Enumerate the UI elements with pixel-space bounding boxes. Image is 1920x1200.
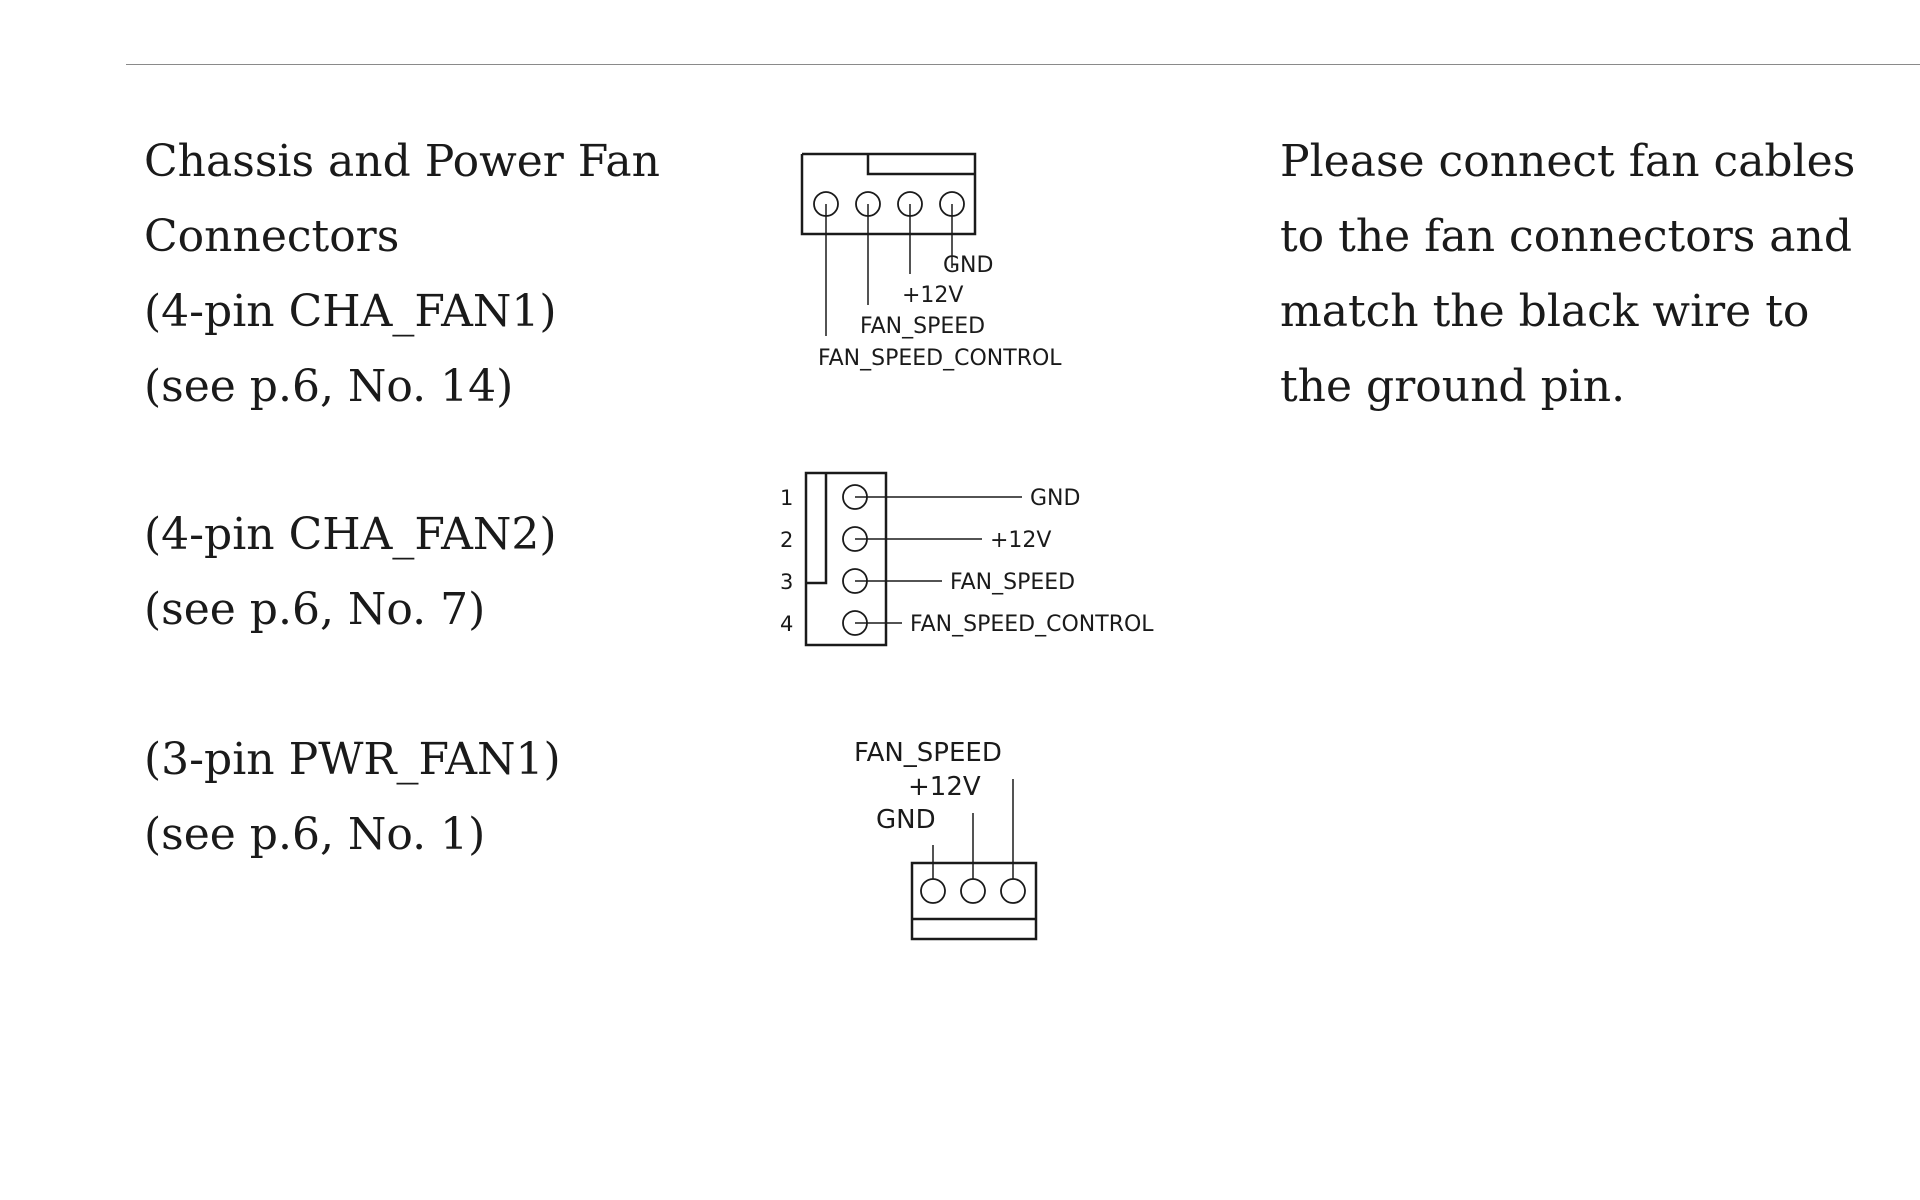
pwr-fan1-pin-speed [1000,878,1026,904]
section-cha-fan1: Chassis and Power Fan Connectors (4-pin … [144,124,660,424]
cha-fan1-header-outline [800,152,977,236]
cha-fan2-pin-number-4: 4 [780,612,793,636]
cha-fan1-label-gnd: GND [943,253,993,278]
cha-fan2-pin-label: (4-pin CHA_FAN2) [144,509,557,560]
section-cha-fan2: (4-pin CHA_FAN2) (see p.6, No. 7) [144,497,557,647]
cha-fan2-header-key [806,473,828,585]
cha-fan2-header-outline [804,471,888,647]
cha-fan1-header-key [866,154,975,176]
cha-fan1-connector-diagram: GND +12V FAN_SPEED FAN_SPEED_CONTROL [800,152,1062,371]
pwr-fan1-label-12v: +12V [908,772,981,802]
cha-fan1-page-ref: (see p.6, No. 14) [144,361,514,412]
pwr-fan1-header-outline [910,861,1038,941]
cha-fan2-label-control: FAN_SPEED_CONTROL [910,612,1154,637]
pwr-fan1-page-ref: (see p.6, No. 1) [144,809,486,860]
note-line-2: to the fan connectors and [1280,211,1853,262]
cha-fan2-connector-diagram: 1 2 3 4 GND +12V FAN_SPEED FAN_SPEED_CON… [780,471,1154,647]
top-divider [126,64,1920,65]
pwr-fan1-label-speed: FAN_SPEED [854,738,1002,768]
note-line-1: Please connect fan cables [1280,136,1856,187]
section-pwr-fan1: (3-pin PWR_FAN1) (see p.6, No. 1) [144,722,561,872]
cha-fan1-label-12v: +12V [902,283,963,308]
pwr-fan1-connector-diagram: FAN_SPEED +12V GND [854,738,1038,941]
pwr-fan1-pin-gnd [920,878,946,904]
cha-fan2-label-12v: +12V [990,528,1051,553]
section-title-line2: Connectors [144,211,400,262]
cha-fan2-pin-number-1: 1 [780,486,793,510]
cha-fan1-label-control: FAN_SPEED_CONTROL [818,346,1062,371]
cha-fan2-label-gnd: GND [1030,486,1080,511]
cha-fan1-label-speed: FAN_SPEED [860,314,985,339]
pwr-fan1-label-gnd: GND [876,805,936,835]
connection-note: Please connect fan cables to the fan con… [1280,124,1855,424]
section-title-line1: Chassis and Power Fan [144,136,660,187]
cha-fan2-pin-number-3: 3 [780,570,793,594]
cha-fan2-page-ref: (see p.6, No. 7) [144,584,486,635]
note-line-4: the ground pin. [1280,361,1626,412]
pwr-fan1-pin-12v [960,878,986,904]
pwr-fan1-pin-label: (3-pin PWR_FAN1) [144,734,561,785]
cha-fan2-label-speed: FAN_SPEED [950,570,1075,595]
note-line-3: match the black wire to [1280,286,1810,337]
cha-fan2-pin-number-2: 2 [780,528,793,552]
cha-fan1-pin-label: (4-pin CHA_FAN1) [144,286,557,337]
